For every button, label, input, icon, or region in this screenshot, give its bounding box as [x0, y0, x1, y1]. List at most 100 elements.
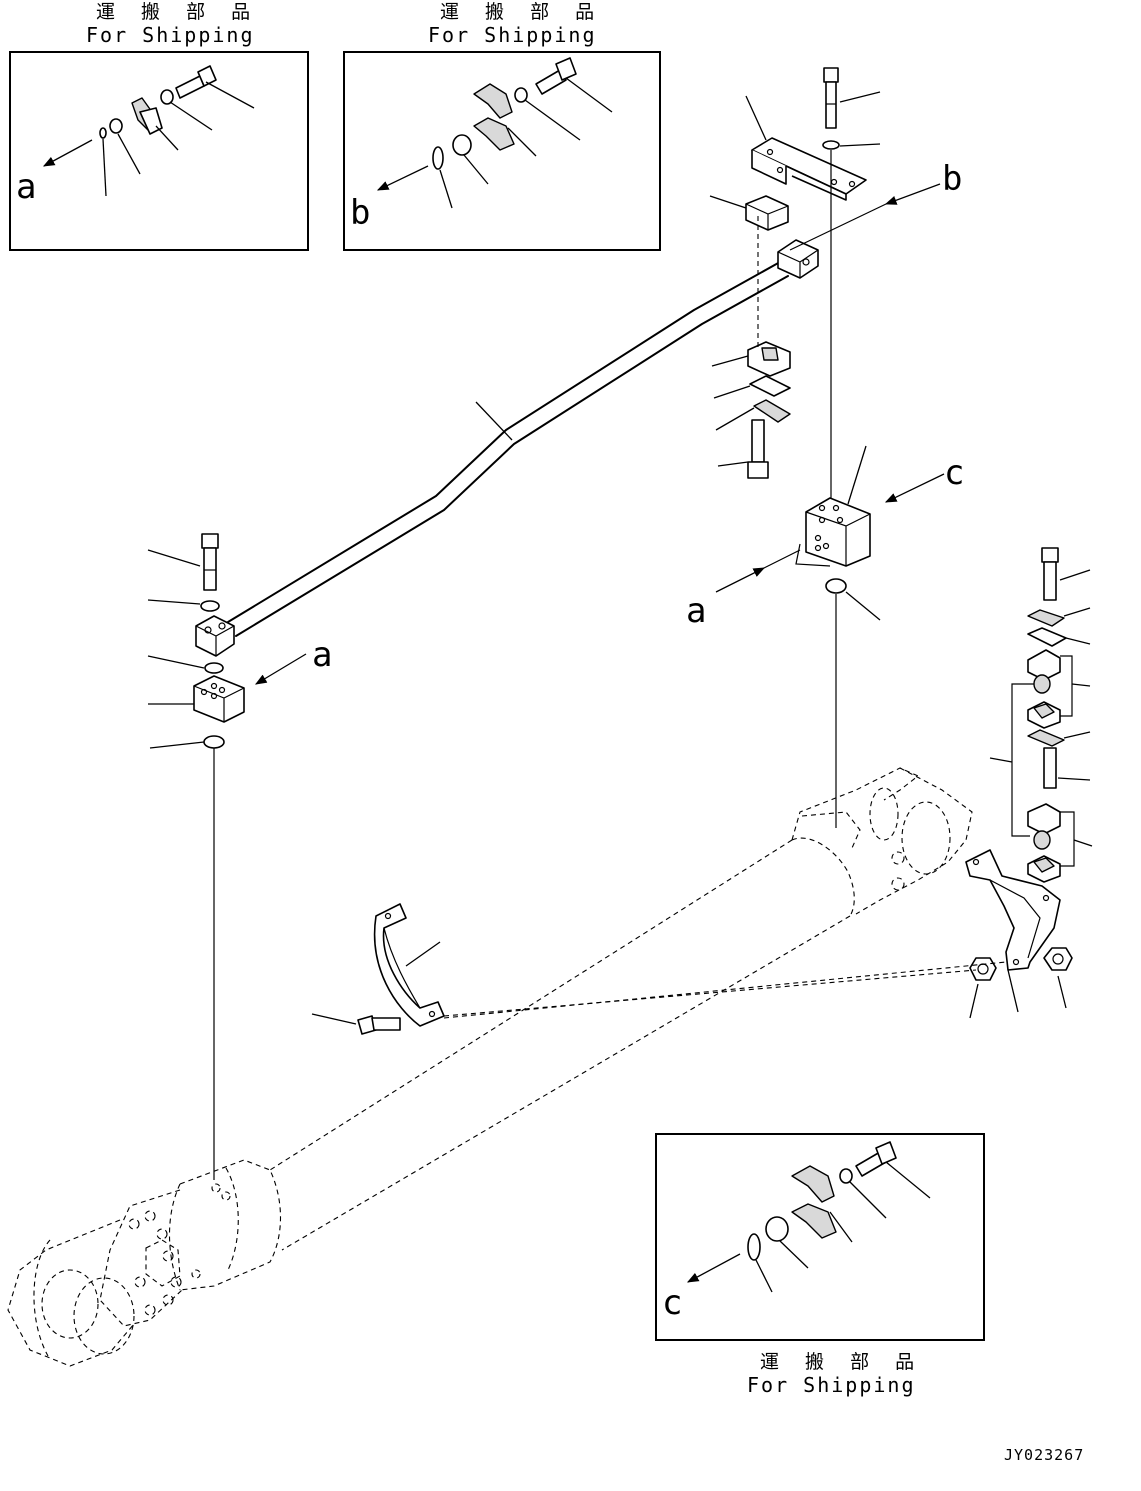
band-clamp-bolt	[311, 1013, 401, 1035]
inset-a-caption-jp: 運 搬 部 品	[96, 1, 260, 23]
inset-c-frame	[655, 1133, 985, 1341]
inset-a-leader-2	[169, 101, 213, 131]
inset-a-clamp-half-lower	[139, 107, 163, 135]
view-arrow-c	[884, 473, 945, 503]
inset-c-bolt	[855, 1141, 897, 1177]
inset-a-seal	[99, 127, 107, 139]
rc-plate	[1027, 627, 1091, 647]
clamp-block-lower	[711, 341, 791, 377]
inset-a-frame	[9, 51, 309, 251]
inset-a-leader-1	[205, 81, 255, 109]
inset-a-bolt	[175, 65, 217, 99]
manifold-right-oring	[825, 578, 881, 621]
inset-b: 運 搬 部 品 For Shipping b	[343, 1, 661, 251]
bracket-leader	[745, 95, 767, 141]
view-arrow-a-left	[254, 653, 307, 685]
view-line-b	[789, 203, 887, 251]
inset-b-caption-jp: 運 搬 部 品	[440, 1, 604, 23]
inset-a-washer	[160, 89, 174, 105]
inset-a-view-label: a	[16, 167, 36, 207]
drawing-id: JY023267	[1004, 1446, 1084, 1464]
clamp-bolt	[717, 419, 769, 479]
rc-lock-2	[1027, 729, 1091, 747]
left-oring-upper	[147, 655, 224, 674]
inset-b-frame	[343, 51, 661, 251]
right-clamp-assembly	[989, 547, 1093, 883]
inset-c-caption-en: For Shipping	[747, 1373, 916, 1397]
inset-b-leader-2	[524, 99, 581, 141]
rc-bolt-2	[1043, 747, 1091, 789]
view-label-a-right: a	[686, 591, 706, 631]
clamp-plate	[713, 375, 791, 399]
rc-clamp-upper-1	[1027, 649, 1061, 729]
rc-lock	[1027, 607, 1091, 627]
inset-a-leader-4	[117, 133, 141, 175]
inset-b-caption-en: For Shipping	[428, 23, 597, 47]
inset-b-view-label: b	[350, 193, 370, 233]
inset-c-leader-3	[829, 1211, 853, 1243]
inset-a-caption-en: For Shipping	[86, 23, 255, 47]
manifold-block-left	[148, 675, 245, 723]
view-arrow-a-right	[715, 567, 766, 593]
inset-c-caption-jp: 運 搬 部 品	[760, 1351, 924, 1373]
view-label-a-left: a	[312, 635, 332, 675]
bracket-bolt-leader	[839, 91, 881, 103]
view-label-c: c	[944, 453, 964, 493]
support-bracket-right	[965, 849, 1061, 1013]
rc-bracket-1	[1060, 655, 1073, 717]
bracket-bolt	[823, 67, 881, 129]
inset-b-bolt	[535, 57, 577, 95]
inset-c-view-label: c	[662, 1283, 682, 1323]
inset-a: 運 搬 部 品 For Shipping a	[9, 1, 309, 251]
inset-b-arrow	[376, 165, 429, 191]
inset-c-clamp-upper	[791, 1165, 835, 1203]
inset-b-leader-4	[463, 154, 489, 185]
inset-c-leader-2	[849, 1181, 887, 1219]
cylinder-body	[7, 767, 973, 1367]
rc-clamp-lower	[1027, 803, 1061, 883]
inset-b-leader-5	[439, 169, 453, 209]
inset-b-washer	[514, 87, 528, 103]
left-oring-lower	[149, 735, 225, 749]
inset-b-clamp-lower	[473, 117, 515, 151]
inset-b-leader-3	[507, 127, 537, 157]
rc-bracket-2	[1060, 811, 1075, 867]
rc-group-bracket	[1011, 683, 1034, 837]
left-washer	[147, 599, 220, 612]
bracket-plate	[745, 95, 867, 201]
inset-b-collar	[452, 134, 472, 156]
band-clamp	[373, 903, 445, 1027]
inset-a-leader-5	[102, 138, 107, 197]
tube-leader	[475, 401, 513, 441]
view-label-b: b	[942, 159, 962, 199]
inset-c-clamp-lower	[791, 1203, 837, 1239]
left-bolt	[147, 533, 219, 591]
inset-b-leader-1	[565, 77, 613, 113]
manifold-block-right	[795, 445, 871, 567]
nut-middle	[969, 957, 997, 1019]
band-to-bracket-line	[443, 961, 1007, 1019]
inset-b-clamp-upper	[473, 83, 513, 119]
tube-flange-lower	[195, 615, 235, 657]
inset-c-arrow	[686, 1253, 741, 1283]
inset-a-oring	[109, 118, 123, 134]
hydraulic-tube	[227, 261, 789, 637]
inset-c-oring	[747, 1233, 761, 1261]
nut-right	[1043, 947, 1073, 1009]
manifold-right-leader	[847, 445, 867, 505]
clamp-lock	[715, 399, 791, 431]
clamp-block-upper	[709, 195, 789, 231]
inset-c: c 運 搬 部 品 For Shipping	[655, 1133, 985, 1397]
inset-c-washer	[839, 1168, 853, 1184]
band-to-nut-line	[443, 969, 977, 1017]
inset-a-leader-3	[155, 125, 179, 151]
inset-c-leader-5	[755, 1259, 773, 1293]
inset-b-oring	[432, 146, 444, 170]
rc-bolt	[1041, 547, 1091, 601]
bracket-washer	[822, 140, 881, 150]
inset-c-leader-1	[885, 1161, 931, 1199]
inset-c-leader-4	[779, 1240, 809, 1269]
view-arrow-b	[884, 183, 941, 205]
tube-flange-upper	[777, 239, 819, 279]
